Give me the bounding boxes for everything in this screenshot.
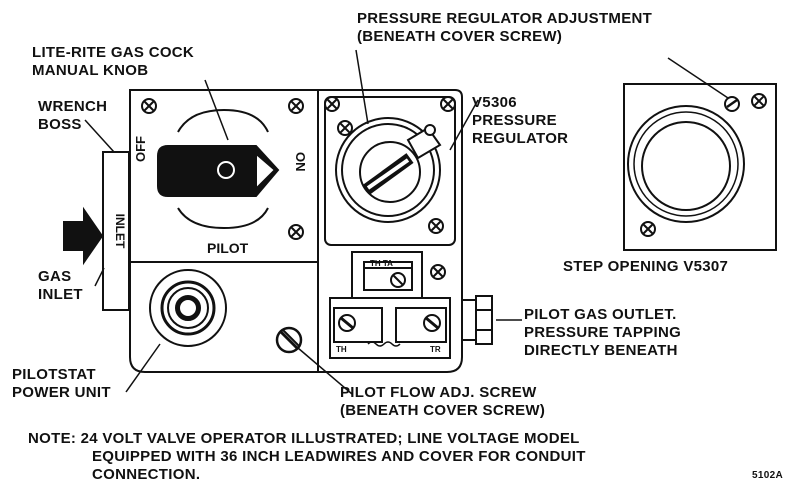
screw-icon [288,98,304,114]
screw-icon [337,120,353,136]
screw-icon [751,93,767,109]
step-opening-label: STEP OPENING V5307 [563,258,729,275]
gas-cock-knob [157,108,280,230]
wrench-boss-label: WRENCH BOSS [38,98,108,133]
tr-label: TR [430,345,441,354]
pressure-regulator-adjustment-label: PRESSURE REGULATOR ADJUSTMENT (BENEATH C… [357,10,653,45]
screw-icon [288,224,304,240]
screw-icon [141,98,157,114]
on-label: ON [293,152,308,172]
screw-icon [640,221,656,237]
terminal-block [329,251,451,359]
off-label: OFF [133,136,148,162]
leader-lines [84,49,729,395]
v5306-regulator-label: V5306 PRESSURE REGULATOR [472,94,569,147]
footnote: NOTE: 24 VOLT VALVE OPERATOR ILLUSTRATED… [28,430,586,483]
th-ta-label: TH TA [370,259,393,268]
pilot-label: PILOT [207,240,249,256]
screw-icon [440,96,456,112]
gas-cock-knob-label: LITE-RITE GAS COCK MANUAL KNOB [32,44,195,79]
gas-inlet-label: GAS INLET [38,268,83,303]
th-label: TH [336,345,347,354]
screw-icon [324,96,340,112]
pilotstat-label: PILOTSTAT POWER UNIT [12,366,111,401]
pilot-gas-outlet-fitting [461,295,493,345]
pressure-regulator-dial [335,117,442,223]
pilot-flow-screw-label: PILOT FLOW ADJ. SCREW (BENEATH COVER SCR… [340,384,546,419]
figure-code: 5102A [752,470,783,481]
screw-icon [428,218,444,234]
adjustment-screw-icon [724,96,740,112]
gas-inlet-arrow [63,206,104,266]
inlet-body-text: INLET [113,214,127,249]
pilot-flow-screw [275,326,303,354]
pilotstat-power-unit [149,269,227,347]
pilot-gas-outlet-label: PILOT GAS OUTLET. PRESSURE TAPPING DIREC… [524,306,682,359]
